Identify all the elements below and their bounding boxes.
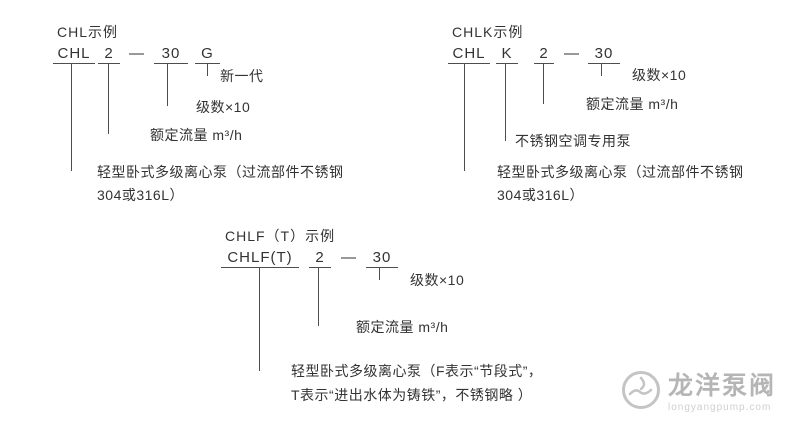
watermark: 龙洋泵阀 longyangpump.com: [620, 366, 776, 413]
label-pump-line2: T表示“进出水体为铸铁”，不锈钢略 ）: [291, 387, 533, 403]
connector-line-generation: [207, 64, 208, 76]
connector-line-k: [505, 64, 506, 141]
label-flow: 额定流量 m³/h: [356, 319, 449, 335]
connector-line-prefix: [71, 64, 72, 171]
label-stages: 级数×10: [410, 272, 465, 288]
connector-line-stages: [379, 268, 380, 280]
diagram-chl-title: CHL示例: [57, 24, 119, 40]
code-part-prefix: CHL: [53, 44, 95, 64]
code-part-dash: —: [564, 45, 580, 62]
label-pump-line1: 轻型卧式多级离心泵（F表示“节段式”，: [291, 363, 543, 379]
label-pump-line2: 304或316L）: [97, 187, 185, 203]
label-flow: 额定流量 m³/h: [586, 96, 679, 112]
connector-line-flow: [318, 268, 319, 326]
code-part-prefix: CHLF(T): [221, 248, 299, 268]
code-part-flow: 2: [534, 44, 554, 64]
connector-line-stages: [601, 64, 602, 76]
longyang-logo-icon: [622, 370, 660, 409]
connector-line-flow: [543, 64, 544, 104]
connector-line-flow: [108, 64, 109, 134]
code-part-dash: —: [341, 249, 357, 266]
label-generation: 新一代: [220, 68, 264, 84]
code-part-stages: 30: [588, 44, 620, 64]
connector-line-prefix: [259, 268, 260, 371]
diagram-chlft-title: CHLF（T）示例: [225, 228, 336, 244]
code-part-flow: 2: [98, 44, 120, 64]
watermark-brand: 龙洋泵阀: [668, 372, 777, 400]
label-pump-line1: 轻型卧式多级离心泵（过流部件不锈钢: [97, 164, 344, 180]
connector-line-prefix: [464, 64, 465, 171]
label-pump-line2: 304或316L）: [497, 187, 585, 203]
label-pump-line1: 轻型卧式多级离心泵（过流部件不锈钢: [497, 164, 744, 180]
label-flow: 额定流量 m³/h: [150, 127, 243, 143]
watermark-text: 龙洋泵阀 longyangpump.com: [668, 366, 776, 413]
connector-line-stages: [167, 64, 168, 106]
code-part-generation: G: [195, 44, 220, 64]
code-part-stages: 30: [154, 44, 188, 64]
label-k: 不锈钢空调专用泵: [515, 133, 631, 149]
code-part-dash: —: [129, 45, 145, 62]
code-part-k: K: [496, 44, 518, 64]
label-stages: 级数×10: [632, 67, 687, 83]
label-stages: 级数×10: [196, 99, 251, 115]
diagram-chlk-title: CHLK示例: [452, 24, 524, 40]
code-part-flow: 2: [309, 248, 331, 268]
code-part-prefix: CHL: [448, 44, 490, 64]
watermark-url: longyangpump.com: [668, 402, 772, 413]
code-part-stages: 30: [366, 248, 398, 268]
